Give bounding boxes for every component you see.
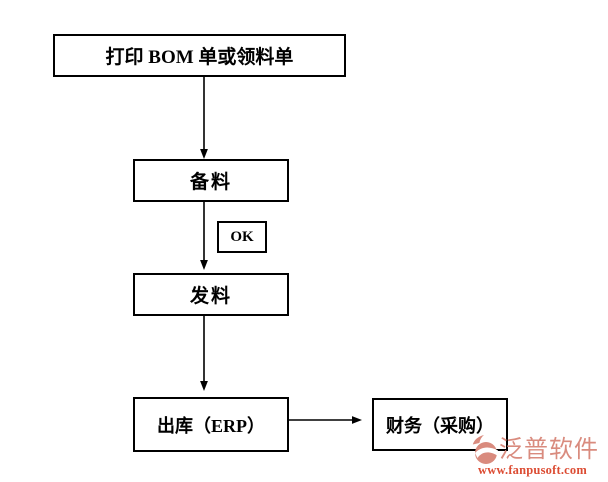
- arrow-prepare-to-issue: [200, 202, 208, 270]
- node-print-bom: 打印 BOM 单或领料单: [53, 34, 346, 77]
- node-ok-flag-label: OK: [230, 228, 254, 245]
- node-prepare-material: 备料: [133, 159, 289, 202]
- node-finance-purchasing: 财务（采购）: [372, 398, 508, 451]
- arrow-stockout-to-finance: [289, 416, 362, 424]
- node-issue-material: 发料: [133, 273, 289, 316]
- arrow-issue-to-stockout: [200, 316, 208, 391]
- node-ok-flag: OK: [217, 221, 267, 253]
- watermark-fanpusoft: 泛普软件 www.fanpusoft.com: [472, 435, 608, 477]
- node-stock-out-erp: 出库（ERP）: [133, 397, 289, 452]
- node-stock-out-erp-label: 出库（ERP）: [157, 415, 265, 436]
- watermark-url: www.fanpusoft.com: [478, 463, 587, 477]
- node-finance-purchasing-label: 财务（采购）: [386, 415, 494, 436]
- node-issue-material-label: 发料: [189, 286, 232, 307]
- fanpusoft-logo-icon: [472, 435, 498, 465]
- watermark-brand-row: 泛普软件: [472, 435, 608, 465]
- node-print-bom-label: 打印 BOM 单或领料单: [105, 47, 294, 68]
- node-prepare-material-label: 备料: [189, 172, 232, 193]
- arrow-print-to-prepare: [200, 77, 208, 159]
- watermark-brand: 泛普软件: [499, 437, 599, 463]
